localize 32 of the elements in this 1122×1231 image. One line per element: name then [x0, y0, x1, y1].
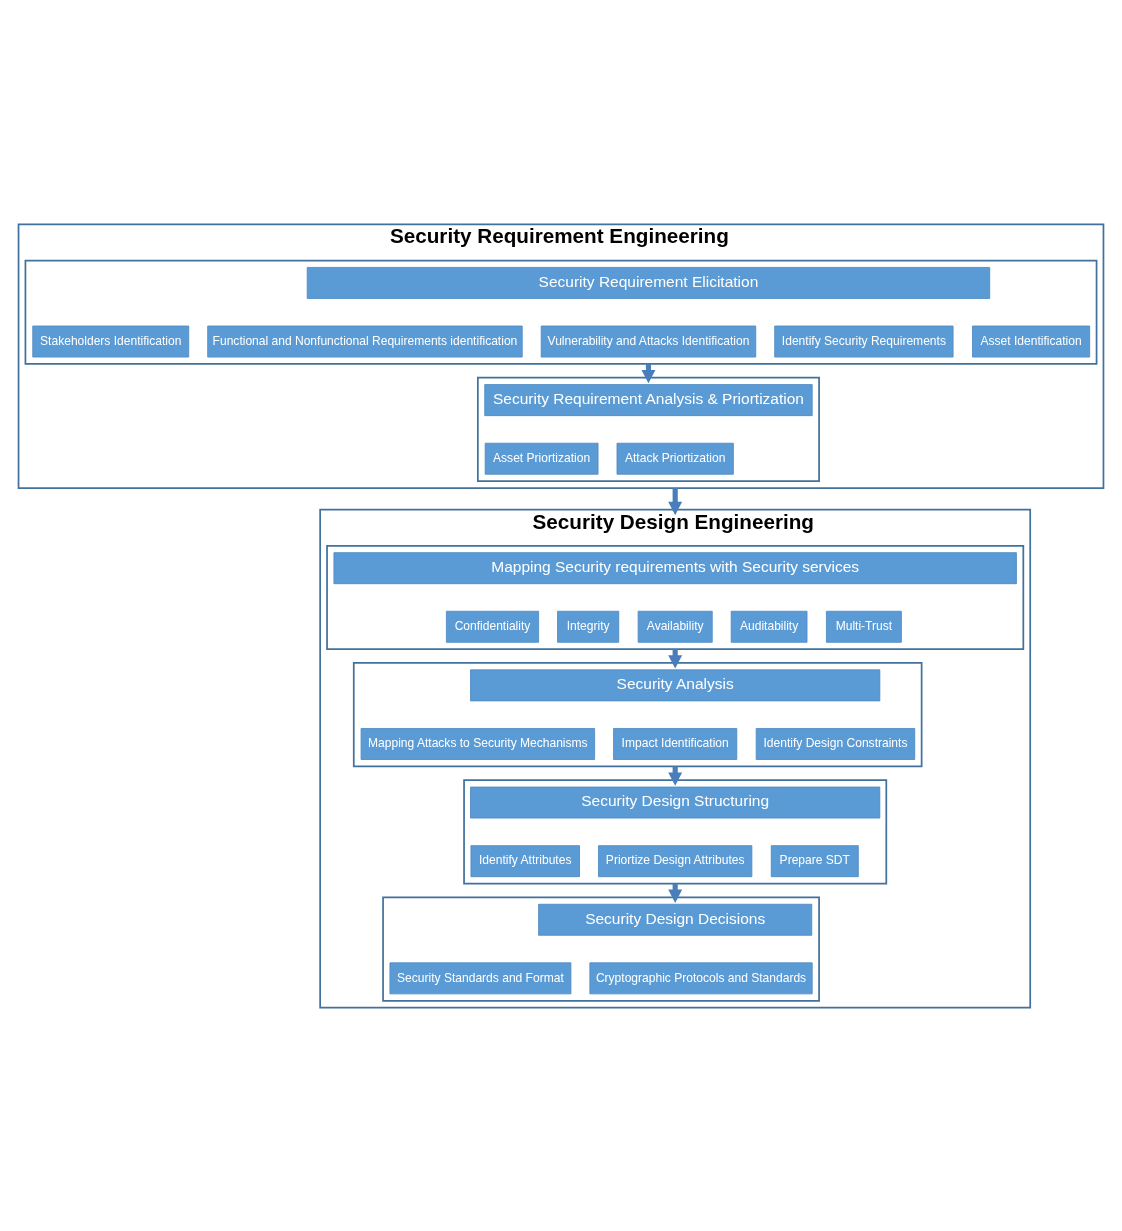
- node-box: Auditability: [730, 610, 808, 643]
- node-box: Prepare SDT: [770, 844, 859, 877]
- node-box: Availability: [637, 610, 713, 643]
- node-box: Security Design Decisions: [538, 903, 813, 936]
- node-box: Stakeholders Identification: [32, 325, 190, 357]
- node-box: Functional and Nonfunctional Requirements identification: [207, 325, 523, 357]
- node-box: Security Design Structuring: [470, 786, 881, 818]
- node-box: Security Requirement Elicitation: [306, 266, 991, 299]
- node-box: Identify Security Requirements: [774, 325, 954, 357]
- cluster: [382, 896, 820, 1002]
- cluster: [463, 778, 888, 884]
- cluster: [326, 544, 1025, 650]
- node-box: Multi-Trust: [826, 610, 902, 643]
- node-box: Identify Attributes: [470, 844, 580, 877]
- node-box: Security Standards and Format: [389, 961, 572, 994]
- node-box: Security Requirement Analysis & Priortization: [484, 383, 813, 416]
- node-box: Vulnerability and Attacks Identification: [540, 325, 757, 357]
- node-box: Cryptographic Protocols and Standards: [589, 961, 813, 994]
- node-box: Asset Identification: [972, 325, 1091, 357]
- node-box: Impact Identification: [613, 727, 738, 760]
- cluster: [476, 376, 820, 482]
- node-box: Confidentiality: [445, 610, 539, 643]
- cluster: [352, 661, 923, 767]
- node-box: Security Analysis: [470, 668, 881, 701]
- node-box: Integrity: [557, 610, 620, 643]
- cluster: [24, 259, 1098, 365]
- node-box: Attack Priortization: [616, 442, 734, 475]
- node-box: Mapping Security requirements with Security services: [333, 551, 1017, 584]
- node-box: Asset Priortization: [484, 442, 599, 475]
- node-box: Identify Design Constraints: [755, 727, 916, 760]
- node-box: Mapping Attacks to Security Mechanisms: [360, 727, 596, 760]
- node-box: Priortize Design Attributes: [598, 844, 753, 877]
